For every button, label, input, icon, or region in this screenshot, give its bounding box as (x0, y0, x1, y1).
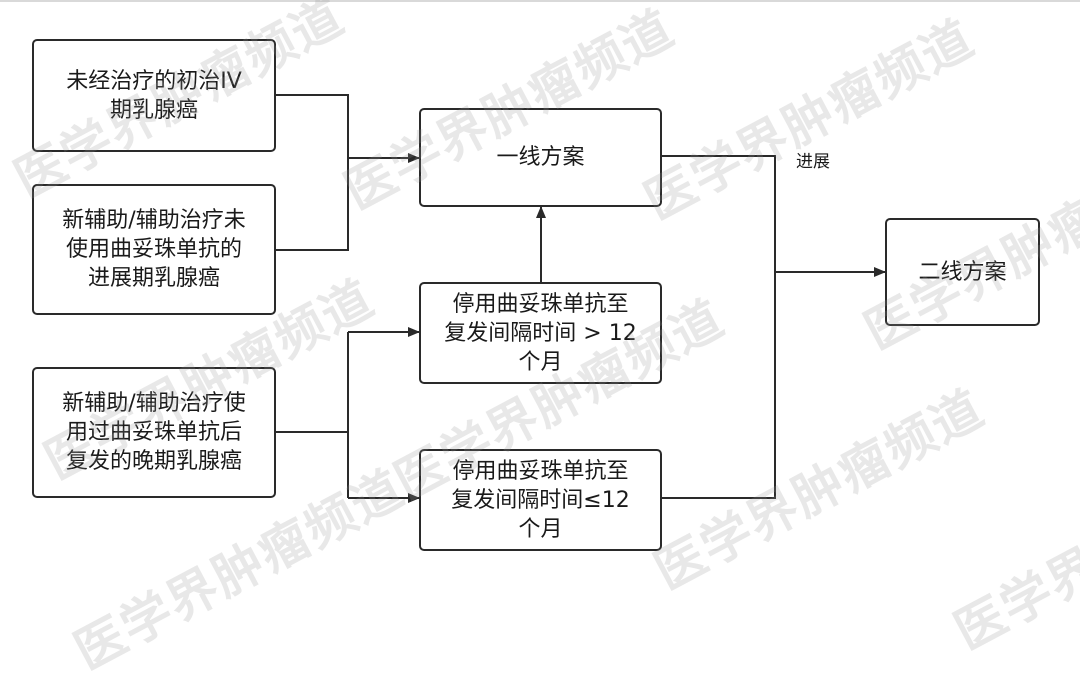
edge-under12-to-merge (660, 272, 776, 499)
node-interval-under-12-months: 停用曲妥珠单抗至 复发间隔时间≤12 个月 (419, 449, 662, 551)
edge-untreated-to-merge (274, 94, 349, 158)
top-border (0, 0, 1080, 2)
edge-label-progression: 进展 (796, 152, 830, 172)
node-progressed-no-trastuzumab: 新辅助/辅助治疗未 使用曲妥珠单抗的 进展期乳腺癌 (32, 184, 276, 315)
edge-progressed-to-merge (274, 158, 349, 251)
node-first-line-regimen: 一线方案 (419, 108, 662, 207)
node-interval-over-12-months: 停用曲妥珠单抗至 复发间隔时间 > 12 个月 (419, 282, 662, 384)
edge-first-line-progression (660, 155, 776, 272)
node-relapsed-after-trastuzumab: 新辅助/辅助治疗使 用过曲妥珠单抗后 复发的晚期乳腺癌 (32, 367, 276, 498)
node-untreated-stage4: 未经治疗的初治IV 期乳腺癌 (32, 39, 276, 152)
connector-layer (274, 94, 886, 503)
node-second-line-regimen: 二线方案 (885, 218, 1040, 326)
